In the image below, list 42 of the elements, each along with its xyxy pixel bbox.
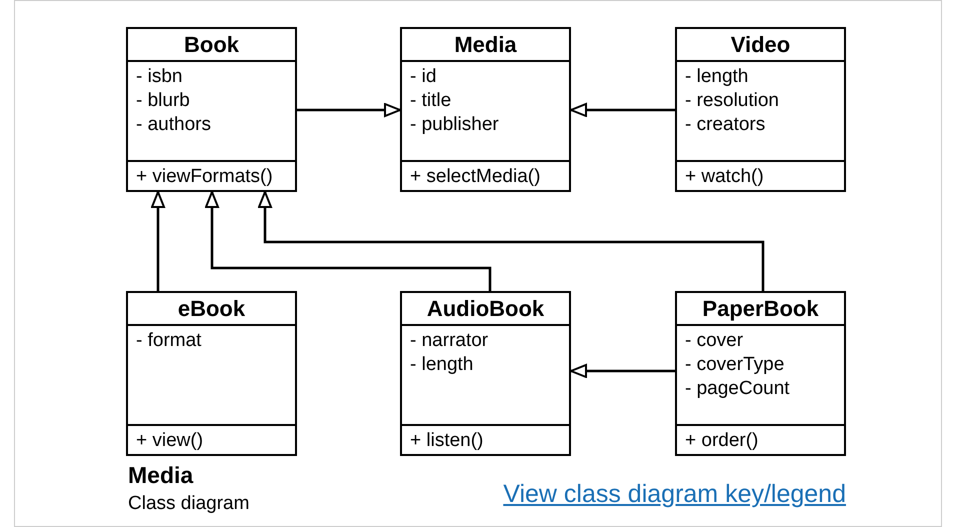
attribute-text: - creators [685, 113, 766, 137]
inheritance-arrow [570, 103, 675, 117]
method-text: + listen() [410, 430, 484, 450]
class-box [126, 291, 297, 456]
attribute-text: - title [410, 89, 452, 113]
class-box [400, 291, 571, 456]
inheritance-arrow [258, 191, 764, 291]
class-box [675, 27, 846, 192]
method-text: + viewFormats() [136, 166, 273, 186]
diagram-title: Media [128, 464, 194, 487]
diagram-caption: Class diagram [128, 494, 250, 513]
inheritance-arrow [151, 191, 165, 291]
attribute-text: - publisher [410, 113, 500, 137]
class-name: PaperBook [702, 298, 819, 320]
method-text: + watch() [685, 166, 764, 186]
class-box [675, 291, 846, 456]
attribute-text: - isbn [136, 65, 184, 89]
class-box [126, 27, 297, 192]
inheritance-arrow [570, 364, 675, 378]
attribute-text: - blurb [136, 89, 191, 113]
class-name: eBook [178, 298, 246, 320]
attribute-text: - pageCount [685, 377, 791, 401]
class-name: AudioBook [426, 298, 544, 320]
method-text: + view() [136, 430, 204, 450]
attribute-text: - cover [685, 329, 744, 353]
class-box [400, 27, 571, 192]
attribute-text: - format [136, 329, 202, 353]
attribute-text: - length [685, 65, 750, 89]
attribute-text: - id [410, 65, 438, 89]
class-name: Video [730, 34, 790, 56]
attribute-text: - coverType [685, 353, 786, 377]
method-text: + order() [685, 430, 758, 450]
class-name: Book [184, 34, 239, 56]
attribute-text: - authors [136, 113, 212, 137]
attribute-text: - narrator [410, 329, 490, 353]
method-text: + selectMedia() [410, 166, 540, 186]
inheritance-arrow [297, 103, 401, 117]
attribute-text: - resolution [685, 89, 780, 113]
class-name: Media [454, 34, 517, 56]
attribute-text: - length [410, 353, 474, 377]
inheritance-arrow [205, 191, 492, 291]
legend-link: View class diagram key/legend [503, 482, 846, 507]
